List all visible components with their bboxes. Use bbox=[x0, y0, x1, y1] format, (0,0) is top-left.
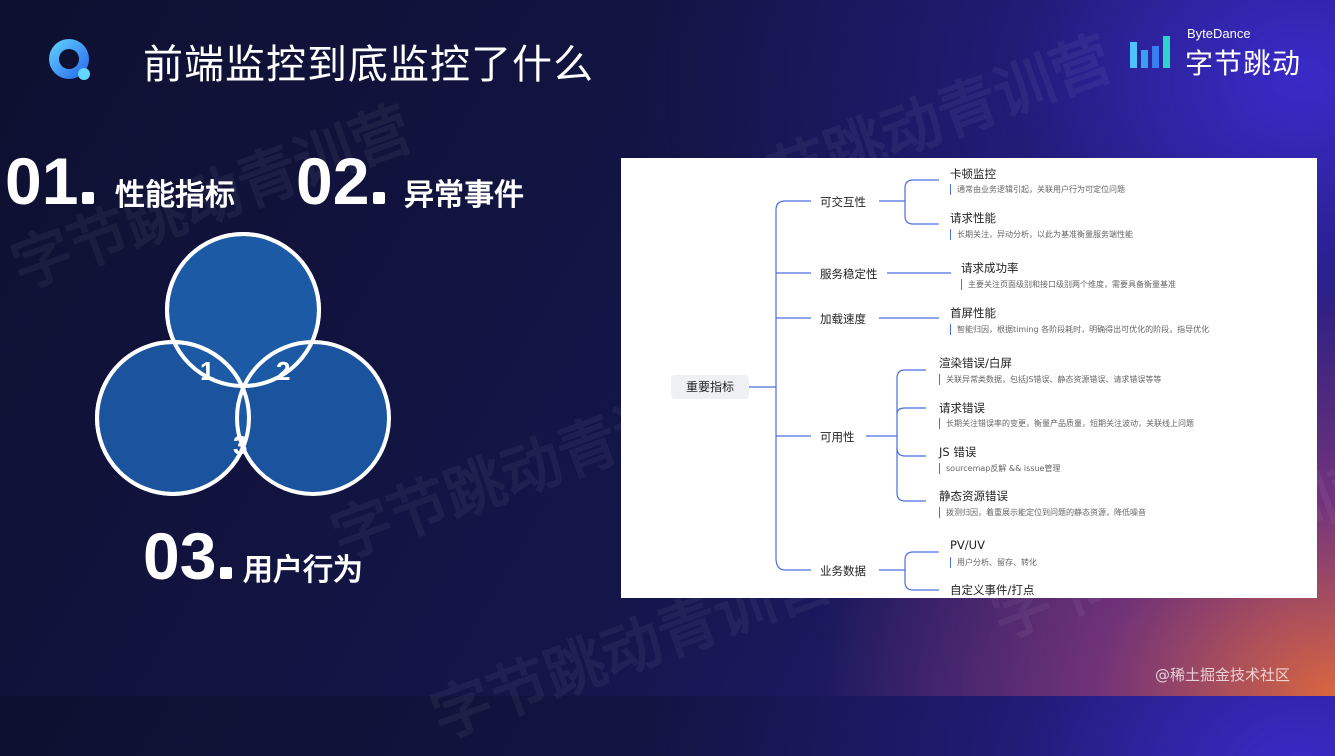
mindmap-leaf-desc: 主要关注页面级别和接口级别两个维度，需要具备衡量基准 bbox=[961, 279, 1176, 290]
mindmap-leaf: PV/UV bbox=[950, 538, 985, 552]
mindmap-leaf: 首屏性能 bbox=[950, 306, 996, 320]
section-label: 异常事件 bbox=[404, 178, 524, 213]
mindmap-leaf-desc: 拨测归因，着重展示能定位到问题的静态资源，降低噪音 bbox=[939, 507, 1146, 518]
mindmap-leaf-desc: 长期关注，异动分析，以此为基准衡量服务端性能 bbox=[950, 229, 1133, 240]
mindmap-leaf-desc: sourcemap反解 && issue管理 bbox=[939, 463, 1060, 474]
mindmap-leaf: 静态资源错误 bbox=[939, 489, 1008, 503]
mindmap-leaf: 渲染错误/白屏 bbox=[939, 356, 1012, 370]
venn-label-1: 1 bbox=[200, 356, 214, 386]
mindmap-leaf-desc: 通常由业务逻辑引起，关联用户行为可定位问题 bbox=[950, 184, 1125, 195]
mindmap-branch: 可用性 bbox=[820, 430, 855, 444]
venn-circle-behavior bbox=[235, 340, 391, 496]
mindmap-branch: 业务数据 bbox=[820, 564, 866, 578]
mindmap-leaf-desc: 智能归因，根据timing 各阶段耗时，明确得出可优化的阶段，指导优化 bbox=[950, 324, 1209, 335]
mindmap-leaf: JS 错误 bbox=[939, 445, 977, 459]
mindmap-leaf-desc: 关联异常类数据，包括JS错误、静态资源错误、请求错误等等 bbox=[939, 374, 1161, 385]
mindmap-leaf-desc: 用户分析、留存、转化 bbox=[950, 557, 1037, 568]
source-credit: @稀土掘金技术社区 bbox=[1155, 666, 1291, 684]
app-logo-icon bbox=[49, 39, 90, 80]
page-title: 前端监控到底监控了什么 bbox=[143, 42, 594, 88]
bytedance-logo-icon bbox=[1130, 36, 1170, 68]
section-number: 03 bbox=[143, 518, 233, 594]
mindmap-branch: 加载速度 bbox=[820, 312, 866, 326]
section-number: 02 bbox=[296, 143, 386, 219]
section-label: 性能指标 bbox=[115, 178, 235, 213]
brand-en: ByteDance bbox=[1187, 26, 1251, 41]
mindmap-root: 重要指标 bbox=[671, 375, 749, 399]
mindmap-leaf: 自定义事件/打点 bbox=[950, 583, 1035, 597]
mindmap-panel: 重要指标 可交互性 服务稳定性 加载速度 可用性 业务数据 卡顿监控 通常由业务… bbox=[621, 158, 1317, 598]
section-number: 01 bbox=[5, 143, 95, 219]
mindmap-leaf: 请求成功率 bbox=[961, 261, 1019, 275]
venn-label-2: 2 bbox=[276, 356, 290, 386]
venn-diagram: 1 2 3 bbox=[95, 232, 391, 496]
section-label: 用户行为 bbox=[243, 553, 363, 588]
mindmap-leaf: 请求错误 bbox=[939, 401, 985, 415]
mindmap-leaf: 请求性能 bbox=[950, 211, 996, 225]
brand-zh: 字节跳动 bbox=[1185, 47, 1302, 80]
mindmap-connectors bbox=[749, 179, 951, 591]
venn-label-3: 3 bbox=[233, 430, 247, 460]
mindmap-leaf: 卡顿监控 bbox=[950, 167, 996, 181]
mindmap-branch: 可交互性 bbox=[820, 195, 866, 209]
mindmap-leaf-desc: 长期关注错误率的变更，衡量产品质量，短期关注波动，关联线上问题 bbox=[939, 418, 1194, 429]
mindmap-branch: 服务稳定性 bbox=[820, 267, 878, 281]
